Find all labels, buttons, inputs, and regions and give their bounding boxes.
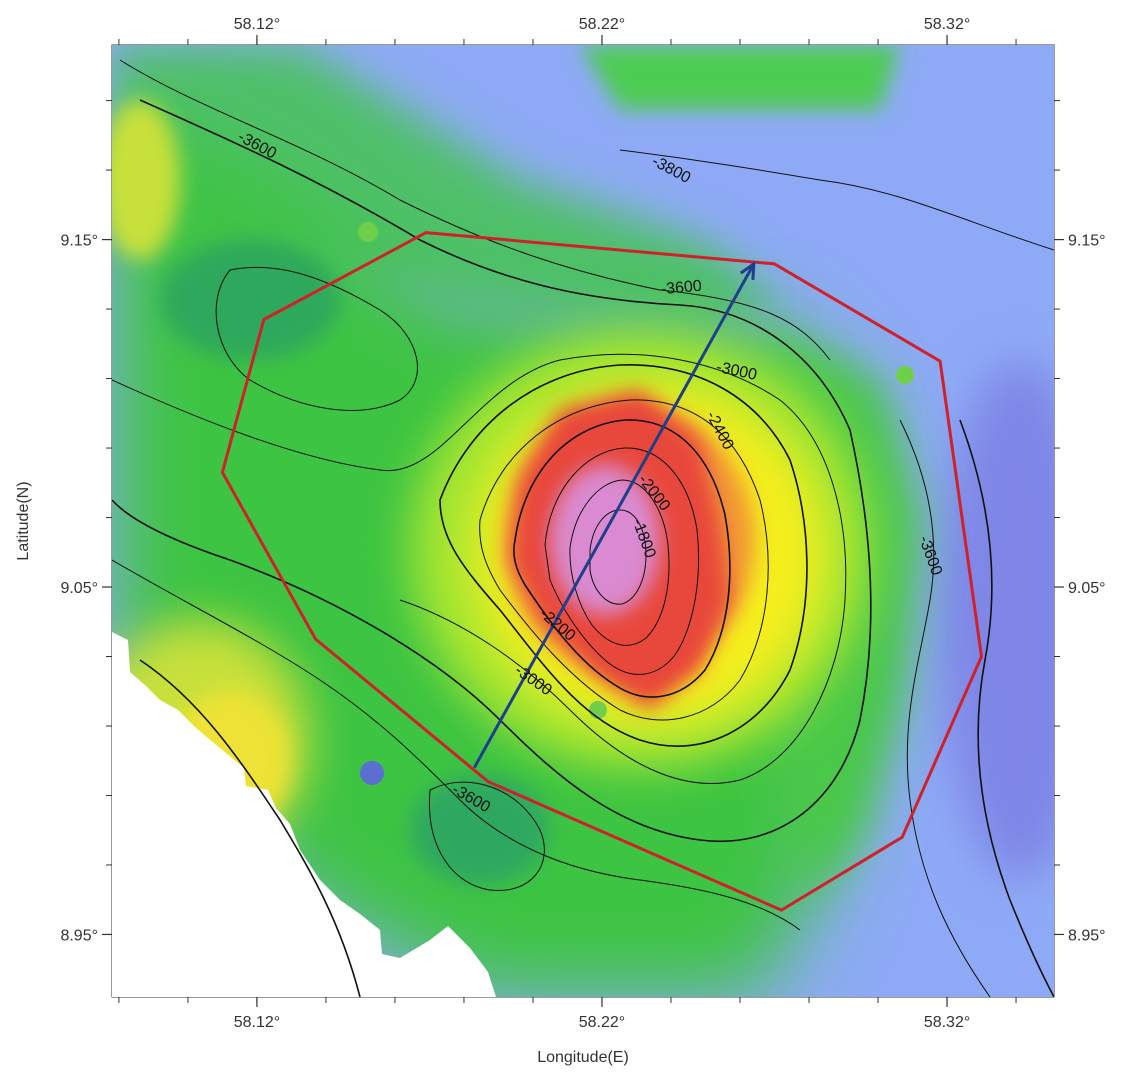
knob: [360, 761, 384, 785]
knob: [896, 366, 914, 384]
y-ticks-left: 9.15° 9.05° 8.95°: [60, 100, 112, 944]
x-tick-label: 58.12°: [234, 1014, 280, 1031]
contour-line: [544, 447, 699, 675]
contour-line: [959, 419, 1054, 997]
nw-yellow-patch: [112, 100, 180, 260]
contour-lines: [112, 59, 1054, 997]
profile-line: [472, 263, 756, 769]
contour-line: [619, 149, 1054, 251]
x-ticks-bottom: 58.12° 58.22° 58.32°: [118, 997, 1017, 1031]
contour-line: [513, 419, 731, 698]
y-tick-label: 9.15°: [1068, 233, 1106, 250]
x-ticks-top: 58.12° 58.22° 58.32°: [118, 16, 1017, 45]
profile-arrow-head: [739, 260, 756, 280]
x-tick-label: 58.22°: [579, 16, 625, 33]
y-ticks-right: 9.15° 9.05° 8.95°: [1054, 100, 1106, 944]
x-tick-label: 58.32°: [924, 16, 970, 33]
north-strip: [580, 45, 900, 110]
contour-line: [569, 479, 670, 646]
contour-line: [899, 419, 991, 997]
profile-line-group: [472, 260, 756, 769]
contour-line: [139, 659, 361, 997]
west-depression: [160, 240, 340, 360]
knob: [589, 701, 607, 719]
contour-line: [112, 559, 801, 931]
contour-line: [589, 509, 647, 605]
east-deep-zone: [940, 360, 1054, 880]
contour-line: [439, 364, 808, 747]
knob: [358, 222, 378, 242]
south-depression: [410, 775, 550, 885]
contour-line: [479, 399, 769, 721]
y-tick-label: 8.95°: [1068, 927, 1106, 944]
y-tick-label: 8.95°: [60, 927, 98, 944]
y-tick-label: 9.05°: [1068, 580, 1106, 597]
y-axis-title: Latitude(N): [15, 481, 32, 560]
x-tick-label: 58.12°: [234, 16, 280, 33]
summit-zone: [550, 465, 660, 615]
y-tick-label: 9.05°: [60, 580, 98, 597]
contour-line: [428, 781, 545, 892]
x-tick-label: 58.22°: [579, 1014, 625, 1031]
x-tick-label: 58.32°: [924, 1014, 970, 1031]
contour-label: -3600: [660, 278, 702, 299]
contour-line: [119, 59, 831, 361]
no-data-area: [112, 632, 496, 997]
nw-ridge: [112, 45, 780, 330]
survey-boundary: [220, 231, 983, 912]
y-tick-label: 9.15°: [60, 233, 98, 250]
contour-line: [112, 99, 872, 842]
contour-line: [112, 353, 847, 784]
x-axis-title: Longitude(E): [537, 1049, 629, 1066]
